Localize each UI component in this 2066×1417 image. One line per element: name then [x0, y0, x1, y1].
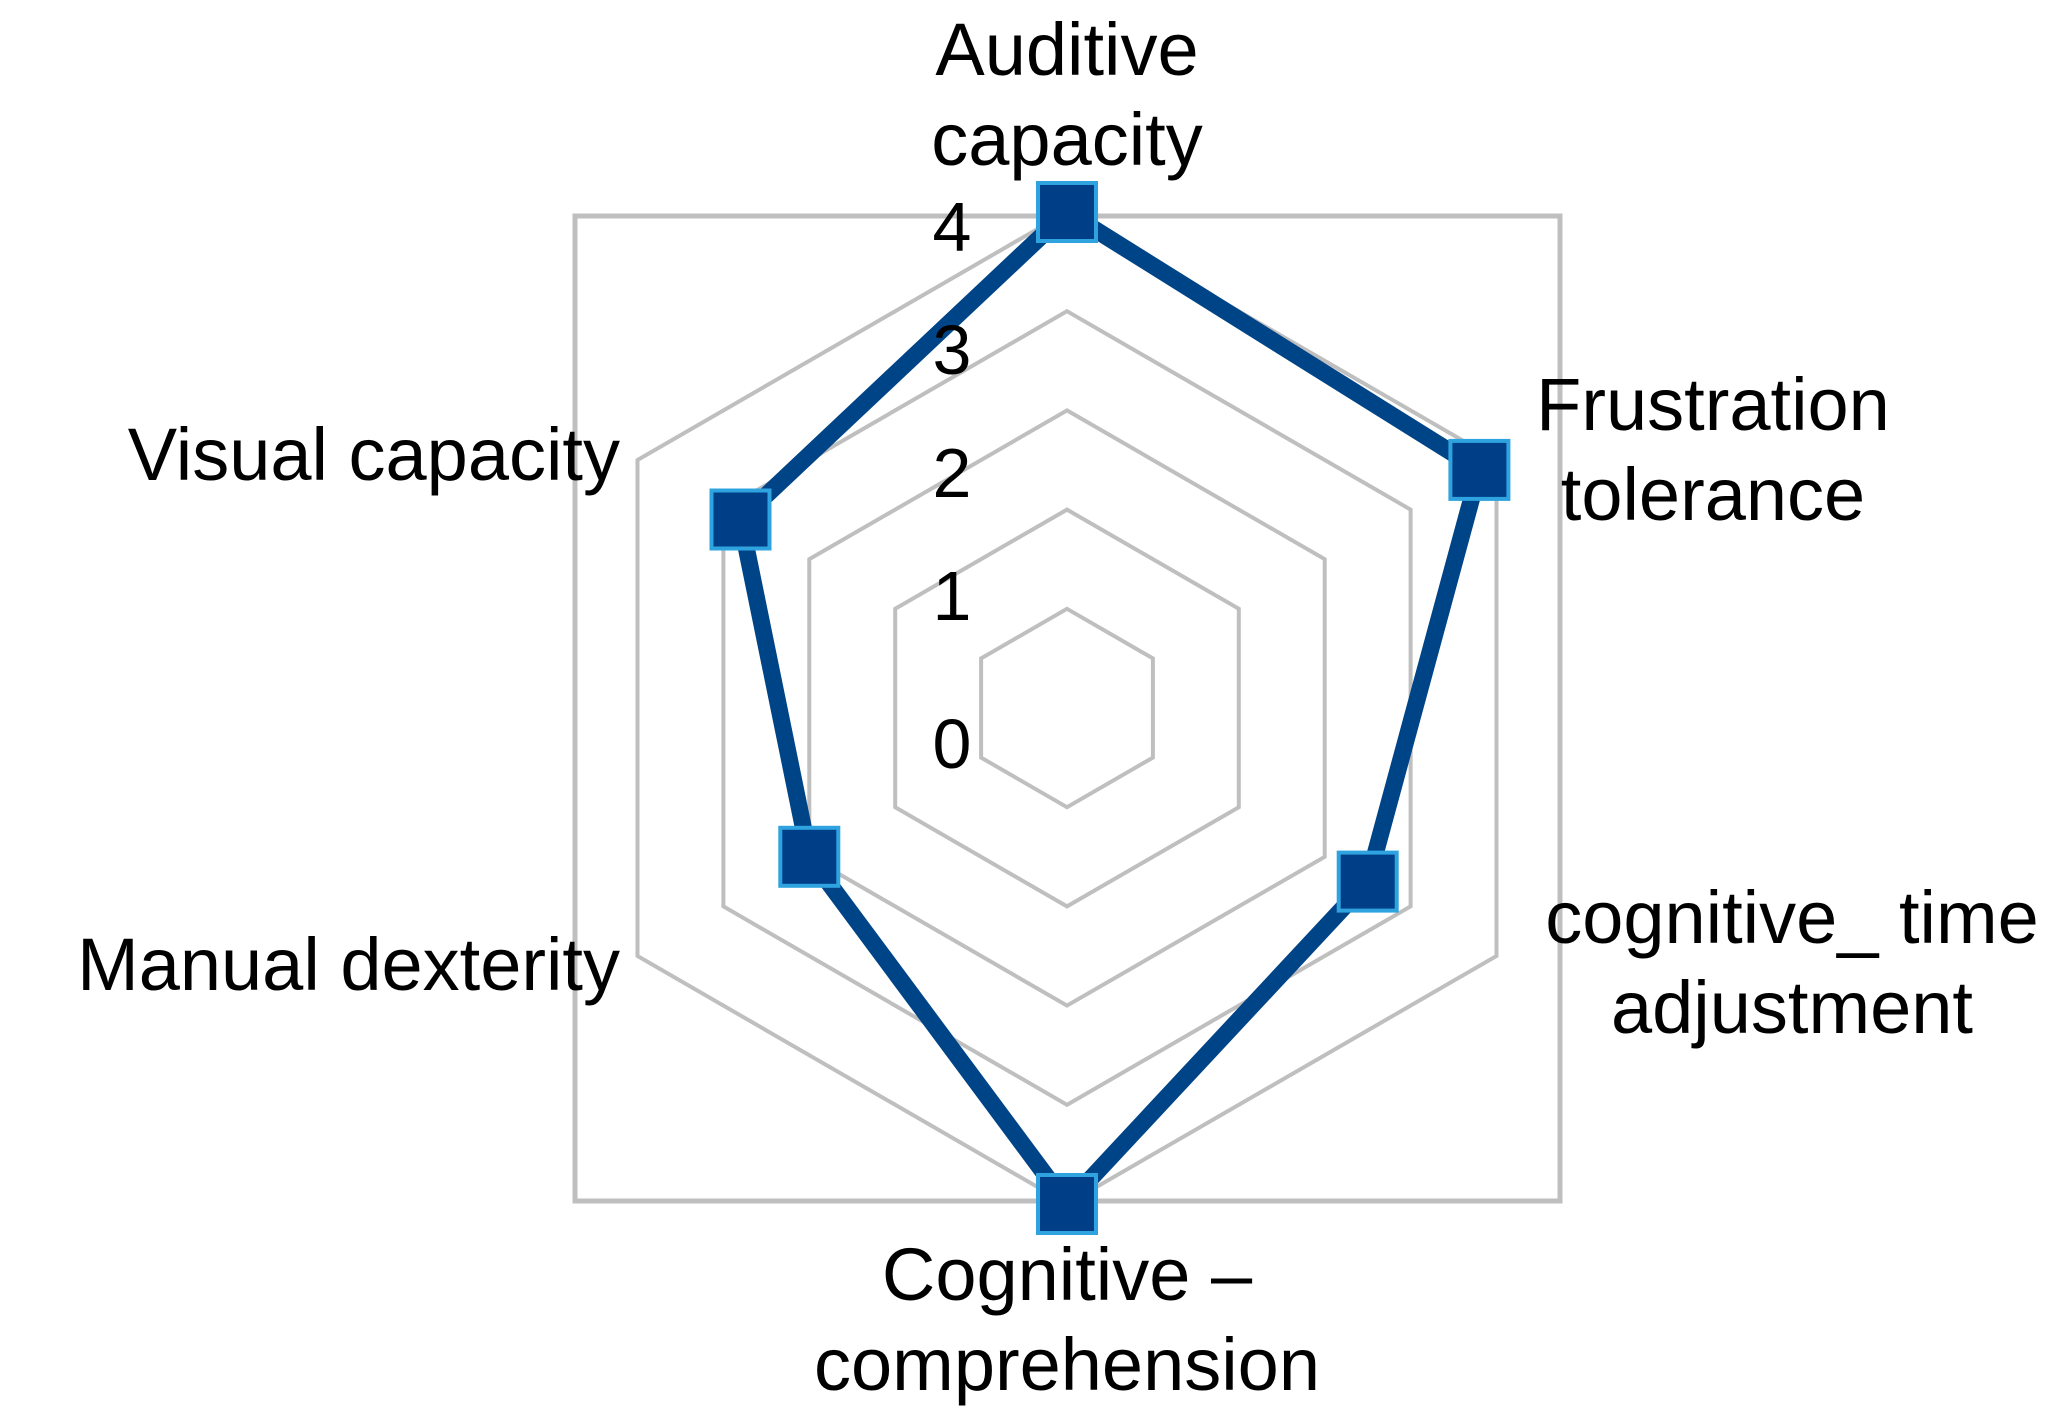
- radial-tick-labels: 0 1 2 3 4: [933, 188, 972, 783]
- grid-ring-1: [893, 507, 1241, 909]
- category-label: Cognitive –: [882, 1233, 1253, 1316]
- category-label: comprehension: [814, 1323, 1320, 1406]
- data-point-marker: [1448, 438, 1511, 501]
- category-label: Frustration: [1536, 363, 1890, 446]
- grid-ring-0: [979, 606, 1155, 810]
- data-point-marker: [1336, 850, 1399, 913]
- r-tick-label: 2: [933, 434, 972, 512]
- r-tick-label: 0: [933, 705, 972, 783]
- data-point-marker: [1036, 1173, 1098, 1235]
- data-point-marker: [778, 825, 841, 888]
- category-label: Manual dexterity: [77, 923, 620, 1006]
- series-line: [731, 201, 1490, 1218]
- category-label: Auditive: [935, 8, 1198, 91]
- radar-grid: [635, 209, 1499, 1207]
- data-point-marker: [709, 488, 772, 551]
- category-label: tolerance: [1561, 453, 1865, 536]
- data-point-marker: [1036, 181, 1098, 243]
- r-tick-label: 3: [933, 311, 972, 389]
- series-layer: [709, 181, 1511, 1235]
- category-label: cognitive_ time: [1545, 876, 2039, 959]
- grid-ring-4: [635, 209, 1499, 1207]
- grid-ring-2: [807, 408, 1327, 1008]
- category-label: Visual capacity: [128, 413, 620, 496]
- category-label: adjustment: [1611, 966, 1973, 1049]
- r-tick-label: 4: [933, 188, 972, 266]
- r-tick-label: 1: [933, 557, 972, 635]
- category-label: capacity: [931, 98, 1202, 181]
